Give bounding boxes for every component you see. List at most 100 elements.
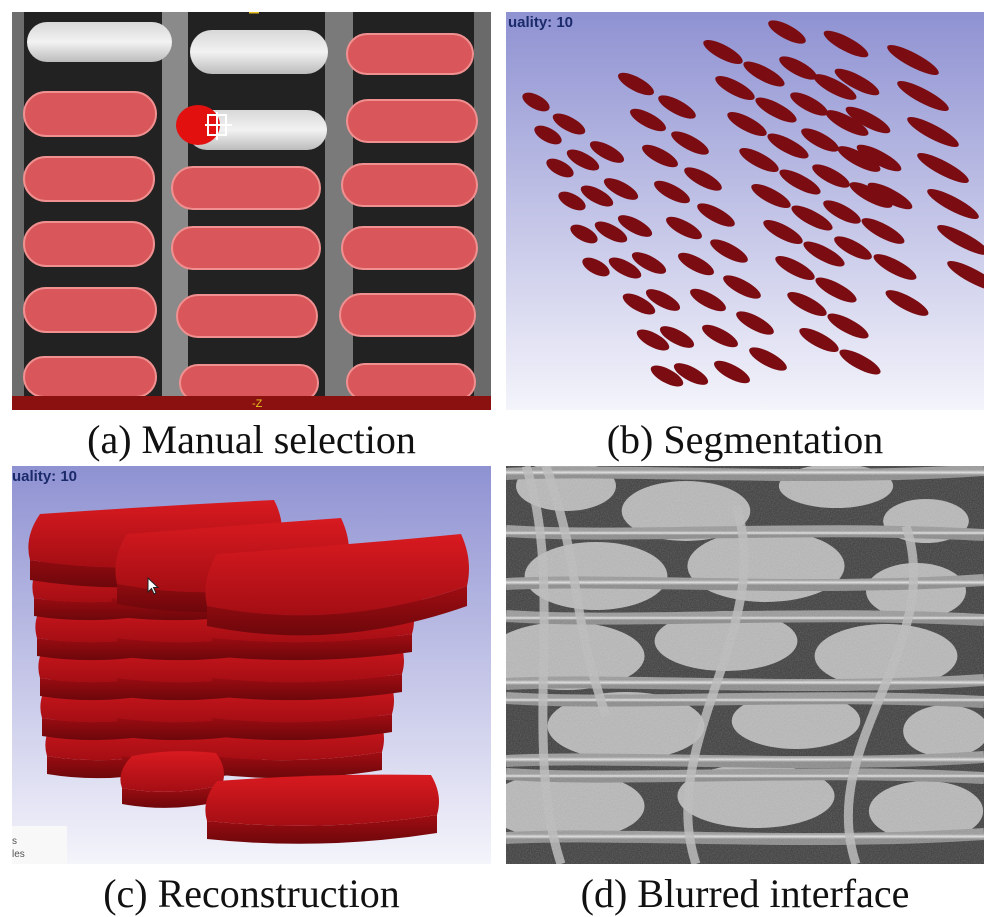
fiber-segment <box>763 219 803 245</box>
fiber-segment <box>803 241 845 267</box>
quality-label: uality: 10 <box>508 14 574 31</box>
fiber-segment <box>907 117 959 147</box>
fiber-segment <box>631 252 667 274</box>
fiber-segment <box>697 203 735 227</box>
fiber-segment <box>779 56 817 80</box>
fiber-segment <box>552 113 586 135</box>
fiber-segment <box>622 293 656 315</box>
fiber-segment <box>834 68 880 96</box>
fiber-segment <box>827 313 869 339</box>
axis-label-z: -Z <box>252 398 263 410</box>
fiber-segment <box>917 153 969 183</box>
yarn-slab <box>120 751 224 808</box>
fiber-segment <box>618 72 654 96</box>
fiber-segment <box>546 158 574 178</box>
fiber-segment <box>937 225 984 255</box>
fiber-segment <box>714 360 750 384</box>
fiber-segment <box>897 81 949 111</box>
panel-reconstruction[interactable]: uality: 10 s les <box>12 466 491 864</box>
segmented-fibers <box>522 20 984 387</box>
fiber-segment <box>617 215 653 237</box>
fiber-segment <box>791 205 833 231</box>
fiber-segment <box>767 133 809 159</box>
fiber-segment <box>812 164 850 188</box>
unselected-yarn <box>27 22 172 62</box>
fiber-segment <box>947 261 984 291</box>
fiber-segment <box>885 290 929 316</box>
caption-d: (d) Blurred interface <box>580 871 910 916</box>
fiber-segment <box>690 288 726 312</box>
fiber-segment <box>867 182 913 210</box>
fiber-segment <box>790 92 828 116</box>
fiber-segment <box>703 39 743 65</box>
fiber-segment <box>768 20 806 44</box>
fiber-segment <box>636 329 670 351</box>
fiber-segment <box>799 327 839 353</box>
fiber-segment <box>603 178 639 200</box>
caption-b: (b) Segmentation <box>606 417 884 462</box>
fiber-segment <box>834 236 872 260</box>
reconstruction-3d-view[interactable] <box>12 466 491 864</box>
fiber-segment <box>642 144 678 168</box>
panel-manual-selection[interactable]: -Z <box>12 12 491 410</box>
segmentation-3d-view[interactable] <box>506 12 984 410</box>
fiber-segment <box>787 291 827 317</box>
fiber-segment <box>873 254 917 280</box>
reconstructed-yarns <box>28 500 469 844</box>
fiber-segment <box>839 349 881 375</box>
fiber-segment <box>710 239 748 263</box>
fiber-segment <box>630 108 666 132</box>
side-text: s <box>12 836 17 847</box>
ct-blurred-image[interactable] <box>506 466 984 864</box>
fiber-segment <box>736 311 774 335</box>
quality-label: uality: 10 <box>12 468 78 485</box>
fiber-segment <box>815 277 857 303</box>
fiber-segment <box>678 252 714 276</box>
fiber-segment <box>751 183 791 209</box>
fiber-segment <box>594 221 628 243</box>
fiber-segment <box>849 182 893 208</box>
fiber-segment <box>582 257 610 277</box>
unselected-yarn <box>190 30 328 74</box>
fiber-segment <box>927 189 979 219</box>
caption-a: (a) Manual selection <box>87 417 416 462</box>
fiber-segment <box>715 75 755 101</box>
fiber-segment <box>755 97 797 123</box>
fiber-segment <box>823 30 869 58</box>
fiber-segment <box>837 146 881 172</box>
fiber-segment <box>570 224 598 244</box>
fiber-segment <box>779 169 821 195</box>
fiber-segment <box>666 216 702 240</box>
fiber-segment <box>861 218 905 244</box>
fiber-segment <box>702 324 738 348</box>
yarn-slab <box>205 534 469 636</box>
ct-slice-view[interactable]: -Z <box>12 12 491 410</box>
fiber-segment <box>534 125 562 145</box>
fiber-segment <box>658 95 696 119</box>
fiber-segment <box>813 74 857 100</box>
fiber-segment <box>580 185 614 207</box>
fiber-segment <box>589 141 625 163</box>
fiber-segment <box>671 131 709 155</box>
fiber-segment <box>566 149 600 171</box>
fiber-segment <box>723 275 761 299</box>
fiber-segment <box>801 128 839 152</box>
fiber-segment <box>673 363 709 385</box>
fiber-segment <box>608 257 642 279</box>
fiber-segment <box>845 106 891 134</box>
fiber-segment <box>727 111 767 137</box>
crosshair-brush-cursor[interactable] <box>176 105 232 145</box>
fiber-segment <box>775 255 815 281</box>
fiber-segment <box>654 180 690 204</box>
fiber-segment <box>522 92 550 112</box>
mouse-pointer-icon <box>147 576 160 595</box>
fiber-segment <box>558 191 586 211</box>
fiber-segment <box>856 144 902 172</box>
panel-segmentation[interactable]: uality: 10 <box>506 12 984 410</box>
fiber-segment <box>739 147 779 173</box>
fiber-segment <box>684 167 722 191</box>
selected-yarn-overlays <box>23 33 478 402</box>
fiber-segment <box>825 110 869 136</box>
panel-blurred-interface[interactable] <box>506 466 984 864</box>
fiber-segment <box>650 365 684 387</box>
